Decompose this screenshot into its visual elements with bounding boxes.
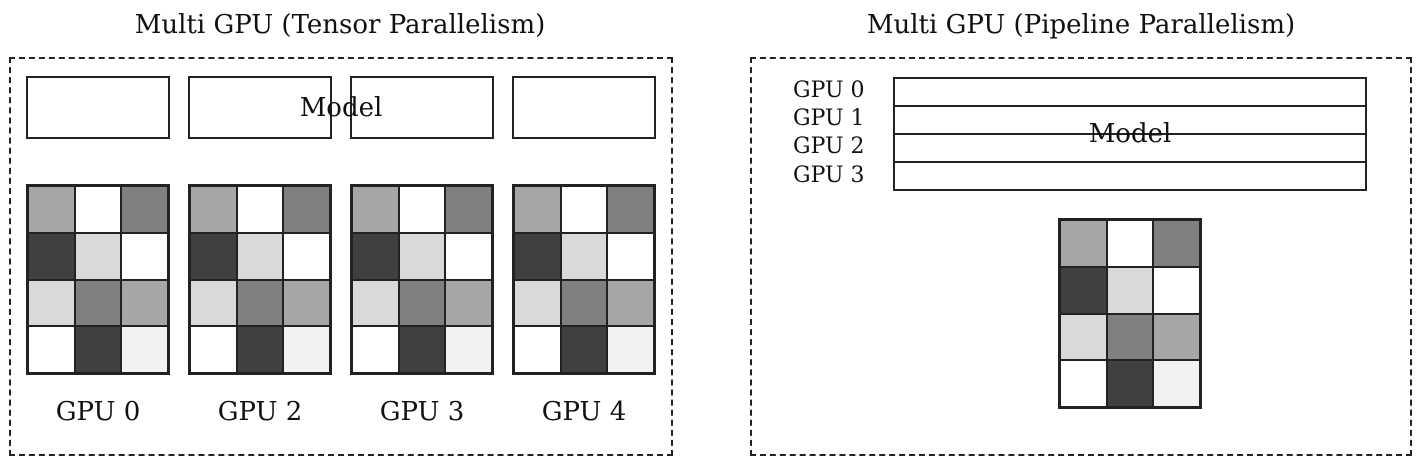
gpu-label: GPU 0 (55, 397, 141, 427)
gpu-label: GPU 3 (379, 397, 465, 427)
weight-cell (445, 279, 492, 327)
weight-cell (283, 279, 330, 327)
pipeline-gpu-label: GPU 0 (793, 78, 865, 103)
weight-cell (121, 186, 168, 233)
weight-cell (398, 279, 446, 327)
weight-cell (560, 186, 608, 233)
weight-cell (514, 232, 561, 280)
weight-cell (74, 232, 122, 280)
weight-cell (607, 326, 654, 373)
weight-cell (1106, 266, 1154, 314)
weight-cell (514, 279, 561, 327)
tensor-parallelism-title: Multi GPU (Tensor Parallelism) (134, 10, 546, 40)
model-shard-gpu2 (188, 76, 332, 139)
weight-cell (560, 279, 608, 327)
weight-cell (1153, 220, 1200, 267)
model-shard-gpu3 (350, 76, 494, 139)
weight-cell (398, 232, 446, 280)
weight-cell (445, 186, 492, 233)
weight-cell (236, 279, 284, 327)
pipeline-parallelism-panel (750, 57, 1412, 456)
weight-cell (28, 326, 75, 373)
weight-cell (352, 186, 399, 233)
weight-cell (1153, 360, 1200, 407)
weight-cell (28, 232, 75, 280)
weight-cell (283, 232, 330, 280)
weight-cell (560, 232, 608, 280)
weight-cell (607, 279, 654, 327)
weight-grid-pipeline (1058, 218, 1202, 409)
weight-cell (1060, 313, 1107, 361)
weight-cell (1153, 266, 1200, 314)
weight-cell (352, 279, 399, 327)
weight-cell (121, 232, 168, 280)
weight-cell (236, 326, 284, 373)
weight-cell (445, 326, 492, 373)
weight-cell (74, 279, 122, 327)
tensor-parallelism-panel (9, 57, 673, 456)
weight-cell (352, 232, 399, 280)
weight-cell (514, 186, 561, 233)
weight-cell (190, 326, 237, 373)
weight-cell (1106, 360, 1154, 407)
weight-cell (398, 186, 446, 233)
weight-cell (398, 326, 446, 373)
weight-cell (560, 326, 608, 373)
weight-grid-gpu3 (350, 184, 494, 375)
model-layer-strip-gpu1 (893, 105, 1367, 135)
weight-cell (28, 279, 75, 327)
weight-cell (74, 326, 122, 373)
weight-cell (1153, 313, 1200, 361)
weight-cell (236, 232, 284, 280)
weight-cell (283, 326, 330, 373)
gpu-label: GPU 2 (217, 397, 303, 427)
weight-grid-gpu0 (26, 184, 170, 375)
weight-cell (352, 326, 399, 373)
model-layer-strip-gpu3 (893, 161, 1367, 191)
weight-cell (121, 279, 168, 327)
model-layer-strip-gpu0 (893, 77, 1367, 107)
weight-cell (1106, 313, 1154, 361)
weight-cell (28, 186, 75, 233)
tensor-model-label: Model (299, 93, 383, 123)
weight-cell (121, 326, 168, 373)
weight-grid-gpu4 (512, 184, 656, 375)
weight-cell (1060, 266, 1107, 314)
weight-cell (1060, 220, 1107, 267)
pipeline-model-label: Model (1088, 119, 1172, 149)
weight-cell (607, 232, 654, 280)
pipeline-gpu-label: GPU 2 (793, 134, 865, 159)
weight-cell (1106, 220, 1154, 267)
pipeline-gpu-label: GPU 3 (793, 163, 865, 188)
weight-cell (445, 232, 492, 280)
weight-cell (190, 232, 237, 280)
weight-cell (190, 186, 237, 233)
weight-cell (514, 326, 561, 373)
weight-cell (1060, 360, 1107, 407)
gpu-label: GPU 4 (541, 397, 627, 427)
pipeline-gpu-label: GPU 1 (793, 106, 865, 131)
weight-grid-gpu2 (188, 184, 332, 375)
weight-cell (283, 186, 330, 233)
weight-cell (190, 279, 237, 327)
weight-cell (236, 186, 284, 233)
model-shard-gpu0 (26, 76, 170, 139)
pipeline-parallelism-title: Multi GPU (Pipeline Parallelism) (866, 10, 1296, 40)
model-shard-gpu4 (512, 76, 656, 139)
weight-cell (607, 186, 654, 233)
weight-cell (74, 186, 122, 233)
